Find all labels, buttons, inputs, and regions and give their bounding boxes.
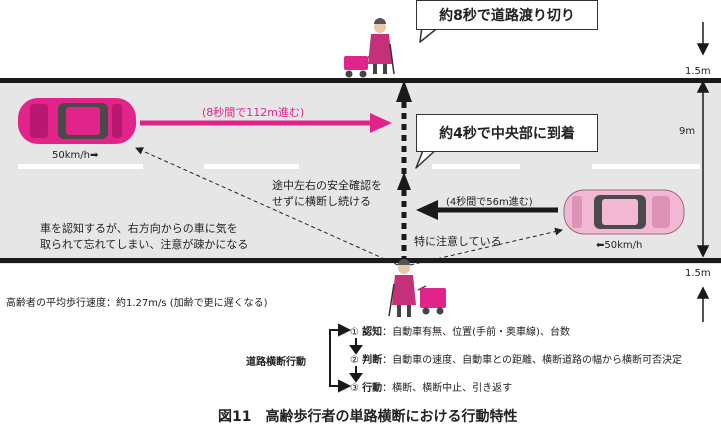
lane-marking <box>204 164 299 169</box>
behavior-step-2: ② 判断：自動車の速度、自動車との距離、横断道路の幅から横断可否決定 <box>350 351 682 366</box>
annotation-middle-line1: 途中左右の安全確認を <box>272 179 382 192</box>
annotation-attention: 特に注意している <box>414 235 502 248</box>
annotation-left-line1: 車を認知するが、右方向からの車に気を <box>40 222 238 235</box>
road-edge-top <box>0 78 721 83</box>
behavior-label: 道路横断行動 <box>246 357 306 368</box>
car-right-arrowhead <box>416 200 438 220</box>
lane-marking <box>432 164 520 169</box>
step-3-number: ③ <box>350 383 359 394</box>
step-3-name: 行動 <box>362 383 383 394</box>
car-right-speed: ⬅50km/h <box>596 240 643 251</box>
elderly-pedestrian-bottom-icon <box>388 259 446 317</box>
step-1-desc: ：自動車有無、位置(手前・奥車線)、台数 <box>382 327 570 338</box>
dimension-top-sidewalk: 1.5m <box>685 66 711 77</box>
sight-line-left <box>135 147 399 266</box>
figure-caption: 図11 高齢歩行者の単路横断における行動特性 <box>218 409 518 425</box>
road-edge-bottom <box>0 258 721 263</box>
bubble-middle: 約4秒で中央部に到着 <box>416 114 598 152</box>
dimension-road-width: 9m <box>679 126 696 137</box>
bubble-top-text: 約8秒で道路渡り切り <box>439 8 575 24</box>
car-right-distance: (4秒間で56m進む) <box>446 197 533 208</box>
lane-marking <box>592 164 700 169</box>
sight-line-right <box>409 227 563 266</box>
step-3-desc: ：横断、横断中止、引き返す <box>382 383 513 394</box>
car-left-icon <box>18 98 136 144</box>
step-2-name: 判断 <box>362 355 383 366</box>
step-2-number: ② <box>350 355 359 366</box>
step-2-desc: ：自動車の速度、自動車との距離、横断道路の幅から横断可否決定 <box>382 355 683 366</box>
dimension-arrows <box>696 22 710 322</box>
lane-marking <box>18 164 143 169</box>
car-right-icon <box>563 189 685 235</box>
behavior-bracket <box>329 323 363 393</box>
car-left-speed: 50km/h➡ <box>52 150 99 161</box>
step-1-number: ① <box>350 327 359 338</box>
car-left-distance: (8秒間で112m進む) <box>202 106 305 119</box>
crossing-mid-arrowhead <box>397 172 411 190</box>
walking-speed-note: 高齢者の平均歩行速度：約1.27m/s (加齢で更に遅くなる) <box>6 298 268 309</box>
dimension-bottom-sidewalk: 1.5m <box>685 268 711 279</box>
car-left-arrowhead <box>370 113 392 133</box>
annotation-left-line2: 取られて忘れてしまい、注意が疎かになる <box>40 238 249 251</box>
behavior-step-1: ① 認知：自動車有無、位置(手前・奥車線)、台数 <box>350 323 570 338</box>
annotation-middle-line2: せずに横断し続ける <box>272 195 371 208</box>
step-1-name: 認知 <box>362 327 383 338</box>
bubble-top: 約8秒で道路渡り切り <box>416 0 598 30</box>
behavior-step-3: ③ 行動：横断、横断中止、引き返す <box>350 379 512 394</box>
elderly-pedestrian-top-icon <box>344 18 395 78</box>
bubble-middle-text: 約4秒で中央部に到着 <box>439 126 575 142</box>
crossing-arrowhead <box>396 80 412 102</box>
